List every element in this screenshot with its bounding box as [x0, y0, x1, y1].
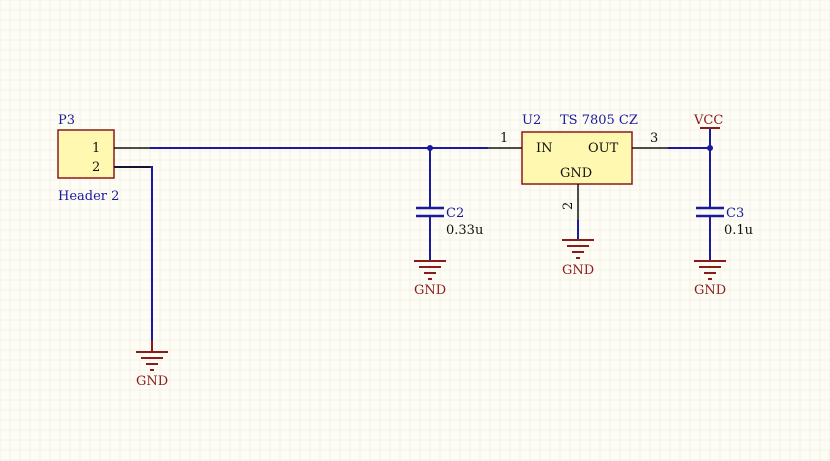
header-body[interactable] [57, 129, 115, 179]
gnd-header-label: GND [136, 374, 168, 389]
header-comment: Header 2 [58, 189, 119, 204]
gnd-c2-label: GND [414, 283, 446, 298]
regulator-pin3-number: 3 [650, 131, 658, 146]
capacitor-c2[interactable]: C2 0.33u [416, 206, 483, 238]
regulator-pin2-number: 2 [561, 202, 576, 210]
c3-value: 0.1u [724, 223, 753, 238]
vcc-label: VCC [693, 113, 723, 128]
gnd-symbol-u2[interactable]: GND [562, 239, 594, 278]
gnd-symbol-c3[interactable]: GND [694, 260, 726, 298]
regulator-pin1-number: 1 [500, 131, 508, 146]
header-pin2-number: 2 [92, 160, 100, 175]
header-pin1-number: 1 [92, 141, 100, 156]
c2-designator: C2 [446, 206, 464, 221]
gnd-symbol-header[interactable]: GND [136, 340, 168, 389]
junction-vout [707, 145, 713, 151]
gnd-symbol-c2[interactable]: GND [414, 260, 446, 298]
regulator-designator: U2 [522, 113, 541, 128]
header-p3[interactable]: P3 1 2 Header 2 [57, 113, 150, 204]
c3-designator: C3 [726, 206, 744, 221]
gnd-u2-label: GND [562, 263, 594, 278]
regulator-body[interactable] [521, 131, 633, 185]
capacitor-c3[interactable]: C3 0.1u [696, 206, 753, 238]
c2-value: 0.33u [446, 223, 483, 238]
gnd-c3-label: GND [694, 283, 726, 298]
regulator-u2[interactable]: U2 TS 7805 CZ IN OUT GND 1 3 2 [488, 113, 668, 220]
regulator-gnd-label: GND [560, 166, 592, 181]
header-designator: P3 [58, 113, 75, 128]
regulator-comment: TS 7805 CZ [560, 113, 638, 128]
junction-vin [427, 145, 433, 151]
wires [114, 128, 713, 352]
regulator-out-label: OUT [588, 141, 619, 156]
power-port-vcc[interactable]: VCC [693, 113, 723, 129]
regulator-in-label: IN [536, 141, 553, 156]
